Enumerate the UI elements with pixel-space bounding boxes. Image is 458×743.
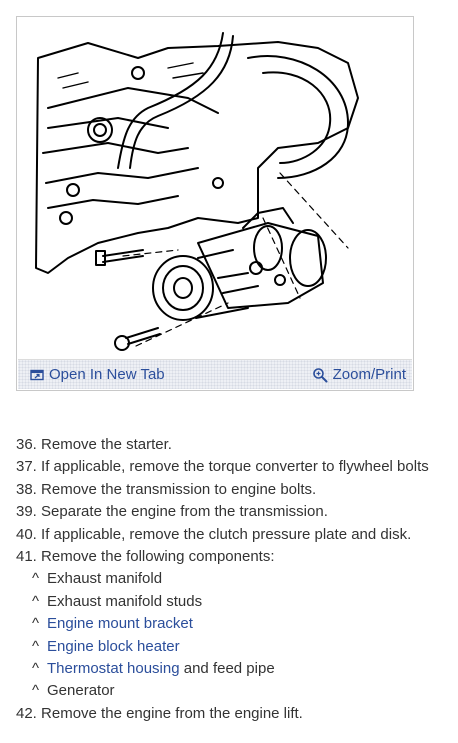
engine-mount-bracket-link[interactable]: Engine mount bracket [47,615,193,633]
starter-removal-diagram [35,32,359,351]
figure-panel: Open In New Tab Zoom/Print [16,16,414,391]
component-item: ^ Exhaust manifold [16,568,429,590]
engine-block-heater-link[interactable]: Engine block heater [47,637,180,655]
step-item: 39. Separate the engine from the transmi… [16,501,429,523]
step-number: 37. [16,458,37,476]
component-item: ^ Thermostat housing and feed pipe [16,658,429,680]
component-text: Exhaust manifold studs [47,592,203,610]
step-number: 41. [16,548,37,566]
figure-toolbar: Open In New Tab Zoom/Print [18,359,412,389]
caret-marker: ^ [32,660,40,678]
step-item: 42. Remove the engine from the engine li… [16,703,429,725]
step-text: Separate the engine from the transmissio… [41,503,328,521]
step-number: 42. [16,704,37,722]
zoom-print-button[interactable]: Zoom/Print [312,366,406,383]
component-list: ^ Exhaust manifold ^ Exhaust manifold stud… [16,568,429,702]
thermostat-housing-link[interactable]: Thermostat housing [47,660,180,678]
component-item: ^ Engine block heater [16,636,429,658]
magnifier-icon [312,367,328,382]
caret-marker: ^ [32,682,40,700]
component-text: and feed pipe [179,660,275,678]
component-text: Generator [47,682,115,700]
step-text: Remove the transmission to engine bolts. [41,480,317,498]
open-in-new-tab-button[interactable]: Open In New Tab [30,366,165,383]
step-text: Remove the starter. [41,436,172,453]
step-text: Remove the engine from the engine lift. [41,704,303,722]
step-item: 41. Remove the following components: ^ Ex… [16,546,429,703]
open-in-new-tab-label: Open In New Tab [49,366,165,383]
step-item: 38. Remove the transmission to engine bo… [16,479,429,501]
component-item: ^ Exhaust manifold studs [16,591,429,613]
component-text: Exhaust manifold [47,570,163,588]
step-number: 36. [16,436,37,453]
procedure-steps: 36. Remove the starter. 37. If applicabl… [16,434,429,725]
caret-marker: ^ [32,637,40,655]
step-item: 40. If applicable, remove the clutch pre… [16,524,429,546]
caret-marker: ^ [32,615,40,633]
open-new-tab-icon [30,369,44,380]
step-number: 38. [16,480,37,498]
step-number: 40. [16,525,37,543]
step-item: 37. If applicable, remove the torque con… [16,456,429,478]
zoom-print-label: Zoom/Print [332,366,406,383]
step-number: 39. [16,503,37,521]
step-text: If applicable, remove the torque convert… [41,458,429,476]
component-item: ^ Generator [16,680,429,702]
step-item: 36. Remove the starter. [16,434,429,456]
step-text: If applicable, remove the clutch pressur… [41,525,412,543]
caret-marker: ^ [32,570,40,588]
step-text: Remove the following components: [41,548,275,566]
caret-marker: ^ [32,592,40,610]
component-item: ^ Engine mount bracket [16,613,429,635]
